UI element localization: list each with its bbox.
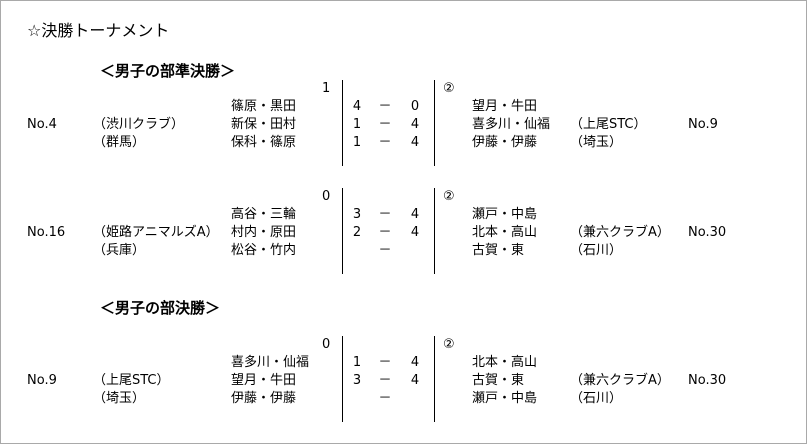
game-score-left: 1	[352, 117, 362, 132]
right-pair-name: 喜多川・仙福	[472, 117, 551, 132]
game-score-right: 0	[410, 99, 420, 114]
game-score-dash: －	[378, 355, 392, 370]
left-pair-name: 保科・篠原	[231, 135, 297, 150]
game-score-right: 4	[410, 225, 420, 240]
right-team-club: （上尾STC）	[570, 117, 647, 132]
right-team-club: （兼六クラブA）	[570, 225, 670, 240]
right-team-prefecture: （石川）	[570, 391, 623, 406]
section-heading-final: ＜男子の部決勝＞	[100, 299, 221, 317]
game-score-dash: －	[378, 99, 392, 114]
left-team-club: （姫路アニマルズA）	[93, 225, 219, 240]
left-pair-name: 伊藤・伊藤	[231, 391, 297, 406]
left-team-score: 0	[322, 337, 331, 352]
right-pair-name: 瀬戸・中島	[472, 207, 538, 222]
bracket-line-left	[342, 188, 343, 274]
game-score-right: 4	[410, 373, 420, 388]
left-team-club: （渋川クラブ）	[93, 117, 185, 132]
left-team-club: （上尾STC）	[93, 373, 170, 388]
left-pair-name: 高谷・三輪	[231, 207, 297, 222]
left-pair-name: 村内・原田	[231, 225, 297, 240]
right-team-prefecture: （埼玉）	[570, 135, 623, 150]
bracket-line-right	[434, 336, 435, 422]
game-score-left: 1	[352, 355, 362, 370]
right-team-prefecture: （石川）	[570, 243, 623, 258]
left-team-number: No.4	[27, 117, 57, 132]
left-team-number: No.16	[27, 225, 66, 240]
left-pair-name: 喜多川・仙福	[231, 355, 310, 370]
right-team-number: No.9	[688, 117, 718, 132]
game-score-left: 3	[352, 207, 362, 222]
right-team-score: ②	[443, 81, 455, 96]
right-team-number: No.30	[688, 373, 727, 388]
game-score-dash: －	[378, 135, 392, 150]
right-team-number: No.30	[688, 225, 727, 240]
game-score-dash: －	[378, 117, 392, 132]
right-pair-name: 伊藤・伊藤	[472, 135, 538, 150]
left-pair-name: 望月・牛田	[231, 373, 297, 388]
right-team-score: ②	[443, 189, 455, 204]
bracket-line-right	[434, 188, 435, 274]
right-pair-name: 古賀・東	[472, 373, 525, 388]
game-score-right: 4	[410, 207, 420, 222]
right-pair-name: 北本・高山	[472, 225, 538, 240]
game-score-dash: －	[378, 207, 392, 222]
left-team-number: No.9	[27, 373, 57, 388]
right-pair-name: 瀬戸・中島	[472, 391, 538, 406]
game-score-dash: －	[378, 243, 392, 258]
bracket-line-left	[342, 80, 343, 166]
game-score-dash: －	[378, 373, 392, 388]
right-pair-name: 古賀・東	[472, 243, 525, 258]
game-score-dash: －	[378, 225, 392, 240]
game-score-left: 2	[352, 225, 362, 240]
left-team-prefecture: （埼玉）	[93, 391, 146, 406]
right-pair-name: 北本・高山	[472, 355, 538, 370]
left-pair-name: 篠原・黒田	[231, 99, 297, 114]
section-heading-semifinal: ＜男子の部準決勝＞	[100, 62, 236, 80]
game-score-right: 4	[410, 135, 420, 150]
right-pair-name: 望月・牛田	[472, 99, 538, 114]
left-team-prefecture: （群馬）	[93, 135, 146, 150]
left-pair-name: 松谷・竹内	[231, 243, 297, 258]
left-team-prefecture: （兵庫）	[93, 243, 146, 258]
game-score-right: 4	[410, 355, 420, 370]
page-title: ☆決勝トーナメント	[27, 21, 170, 40]
game-score-dash: －	[378, 391, 392, 406]
game-score-left: 3	[352, 373, 362, 388]
left-pair-name: 新保・田村	[231, 117, 297, 132]
game-score-right: 4	[410, 117, 420, 132]
bracket-line-left	[342, 336, 343, 422]
left-team-score: 1	[322, 81, 331, 96]
left-team-score: 0	[322, 189, 331, 204]
right-team-score: ②	[443, 337, 455, 352]
right-team-club: （兼六クラブA）	[570, 373, 670, 388]
bracket-line-right	[434, 80, 435, 166]
game-score-left: 4	[352, 99, 362, 114]
game-score-left: 1	[352, 135, 362, 150]
